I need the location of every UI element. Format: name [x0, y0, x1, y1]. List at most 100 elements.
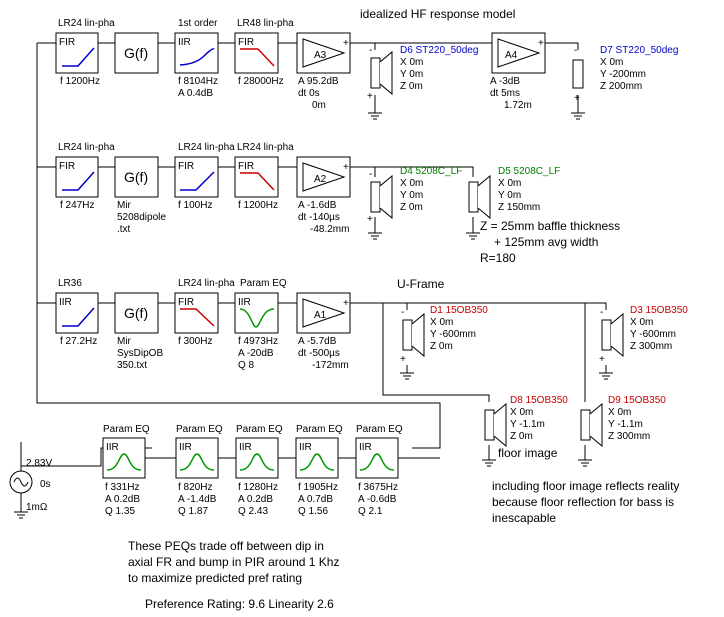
floor-image-label: floor image	[498, 446, 558, 460]
floor-note: because floor reflection for bass is	[492, 495, 674, 509]
ground-icon	[14, 511, 28, 519]
block-param: f 27.2Hz	[60, 336, 97, 347]
driver-x: X 0m	[600, 57, 623, 68]
block-param: f 28000Hz	[238, 76, 284, 87]
block-header: Param EQ	[103, 424, 150, 435]
speaker-icon	[477, 174, 491, 220]
fir-highpass-block[interactable]: FIR	[55, 156, 99, 198]
source-voltage: 2.83V	[26, 458, 52, 469]
block-label: G(f)	[124, 45, 148, 61]
fir-highpass-block[interactable]: FIR	[55, 32, 99, 74]
block-header: LR24 lin-pha	[58, 142, 115, 153]
highpass-curve-icon	[62, 171, 95, 191]
block-header: LR48 lin-pha	[237, 18, 294, 29]
bell-curve-icon	[299, 453, 335, 471]
param-eq-block[interactable]: IIR	[175, 437, 219, 479]
driver-d5[interactable]	[468, 174, 491, 220]
amp-param: dt -500µs	[298, 348, 340, 359]
highpass-curve-icon	[62, 307, 95, 327]
amp-param: dt 0s	[298, 88, 320, 99]
voltage-source[interactable]	[9, 470, 33, 494]
width-note: + 125mm avg width	[494, 235, 598, 249]
driver-d4[interactable]	[370, 174, 393, 220]
driver-d1[interactable]	[402, 312, 425, 358]
preference-rating: Preference Rating: 9.6 Linearity 2.6	[145, 597, 334, 611]
gain-function-block[interactable]: G(f)	[114, 32, 159, 74]
speaker-icon	[379, 50, 393, 96]
driver-z: Z 300mm	[608, 431, 650, 442]
peq-frequency: f 331Hz	[105, 482, 139, 493]
peq-gain: A -1.4dB	[178, 494, 217, 505]
block-header: Param EQ	[296, 424, 343, 435]
fir-lowpass-block[interactable]: FIR	[234, 156, 279, 198]
driver-d9[interactable]	[580, 402, 603, 448]
iir-highpass-block[interactable]: IIR	[174, 32, 219, 74]
fir-lowpass-block[interactable]: FIR	[234, 32, 279, 74]
param-eq-block[interactable]: IIR	[102, 437, 146, 479]
plus-sign: +	[343, 298, 349, 309]
block-header: LR36	[58, 278, 82, 289]
driver-d7[interactable]	[572, 59, 584, 89]
minus-sign: -	[369, 45, 372, 56]
driver-name: D9 15OB350	[608, 395, 666, 406]
floor-note: including floor image reflects reality	[492, 479, 679, 493]
plus-sign: +	[367, 91, 373, 102]
plus-sign: +	[599, 354, 605, 365]
speaker-icon	[411, 312, 425, 358]
driver-name: D4 5208C_LF	[400, 166, 462, 177]
driver-name: D8 15OB350	[510, 395, 568, 406]
floor-note: inescapable	[492, 511, 556, 525]
amplifier-a2[interactable]: A2 +	[296, 156, 351, 198]
speaker-icon	[379, 174, 393, 220]
plus-sign: +	[367, 214, 373, 225]
block-param: Mir	[117, 336, 132, 347]
gain-function-block[interactable]: G(f)	[114, 156, 159, 198]
ground-icon	[368, 112, 382, 120]
amplifier-triangle-icon	[497, 38, 541, 68]
amplifier-a1[interactable]: A1 +	[296, 292, 351, 334]
gain-function-block[interactable]: G(f)	[114, 292, 159, 334]
driver-name: D3 15OB350	[630, 305, 688, 316]
driver-d8[interactable]	[484, 402, 507, 448]
amplifier-a3[interactable]: A3 +	[296, 32, 351, 74]
highpass-curve-icon	[180, 171, 215, 191]
lowpass-curve-icon	[240, 172, 275, 191]
amp-label: A3	[314, 50, 327, 61]
param-eq-block[interactable]: IIR	[355, 437, 399, 479]
amplifier-a4[interactable]: A4 +	[491, 32, 546, 74]
lowpass-curve-icon	[240, 48, 275, 67]
driver-y: Y -600mm	[430, 329, 476, 340]
block-param: f 4973Hz	[238, 336, 278, 347]
block-header: Param EQ	[176, 424, 223, 435]
minus-sign: -	[600, 307, 603, 318]
block-param: 5208dipole	[117, 212, 166, 223]
baffle-note: Z = 25mm baffle thickness	[480, 219, 620, 233]
param-eq-block[interactable]: IIR	[295, 437, 339, 479]
driver-d6[interactable]	[370, 50, 393, 96]
iir-highpass-block[interactable]: IIR	[55, 292, 99, 334]
driver-x: X 0m	[630, 317, 653, 328]
param-eq-block[interactable]: IIR	[234, 292, 279, 334]
peq-q: Q 1.87	[178, 506, 208, 517]
fir-lowpass-block[interactable]: FIR	[174, 292, 219, 334]
block-param: .txt	[117, 224, 131, 235]
peq-gain: A 0.2dB	[105, 494, 140, 505]
minus-sign: -	[574, 45, 577, 56]
driver-d3[interactable]	[601, 312, 624, 358]
row-mid: LR24 lin-pha FIR f 247Hz G(f) Mir 5208di…	[55, 142, 620, 265]
amp-param: 1.72m	[504, 100, 532, 111]
amplifier-triangle-icon	[302, 298, 346, 328]
plus-sign: +	[574, 93, 580, 104]
amp-label: A4	[505, 50, 518, 61]
plus-sign: +	[343, 38, 349, 49]
ground-icon	[482, 459, 496, 467]
block-param: f 8104Hz	[178, 76, 218, 87]
param-eq-block[interactable]: IIR	[235, 437, 279, 479]
peq-gain: A 0.7dB	[298, 494, 333, 505]
hf-model-title: idealized HF response model	[360, 7, 515, 21]
driver-y: Y 0m	[498, 190, 521, 201]
amp-param: A 95.2dB	[298, 76, 339, 87]
sine-wave-icon	[13, 477, 29, 487]
fir-highpass-block[interactable]: FIR	[174, 156, 219, 198]
block-param: 350.txt	[117, 360, 147, 371]
